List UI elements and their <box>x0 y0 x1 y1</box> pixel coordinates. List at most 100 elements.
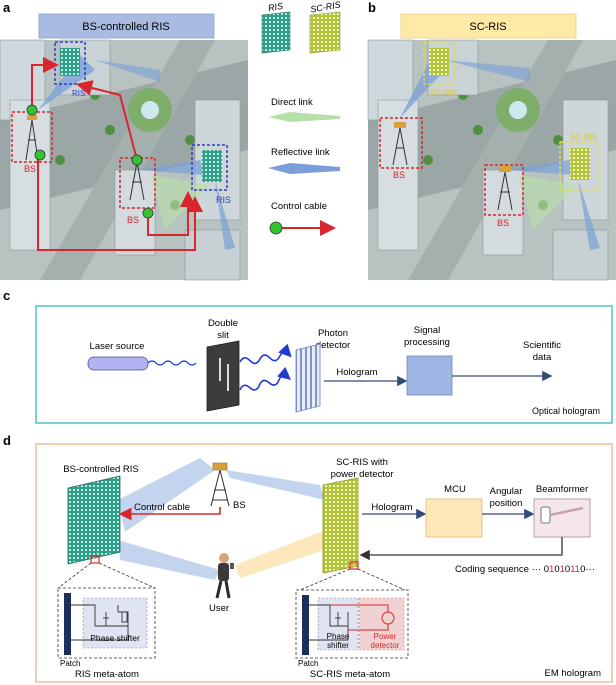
road-b1 <box>368 60 616 210</box>
panel-c-caption: Optical hologram <box>532 406 600 416</box>
coding-feedback-arrow <box>359 537 563 561</box>
beam-scris-to-user <box>235 530 330 578</box>
power-label-1: Power <box>374 632 397 641</box>
scris-label-b-right: SC-RIS <box>570 133 597 142</box>
mcu-label: MCU <box>444 484 466 495</box>
scris-panel-b-right <box>570 148 590 180</box>
scris-atom-label: SC-RIS meta-atom <box>310 669 390 680</box>
coding-bit: 0 <box>554 564 559 575</box>
laser-source <box>87 356 149 371</box>
scris-label-d-2: power detector <box>331 469 394 480</box>
panel-a: a <box>0 0 248 281</box>
panel-a-letter: a <box>3 0 11 15</box>
coding-sequence: Coding sequence ··· 01010110··· <box>455 564 595 575</box>
cable-a1 <box>31 57 59 110</box>
legend-reflective-icon <box>268 163 340 174</box>
angular-label-1: Angular <box>490 486 523 497</box>
phase-shifter-label-left: Phase shifter <box>90 633 140 643</box>
mcu-box <box>425 498 483 538</box>
patch-label-left: Patch <box>60 659 80 668</box>
panel-d: d BS-controlled RIS BS Control cable Use… <box>3 433 613 683</box>
legend: RIS SC-RIS Direct link Reflective link C… <box>261 0 341 236</box>
zoom-line-ris-left <box>57 562 92 589</box>
user-figure <box>215 553 234 599</box>
bs-label-a-center: BS <box>127 215 139 225</box>
scris-label-b-top: SC-RIS <box>430 89 457 98</box>
scris-atom-marker <box>349 561 359 570</box>
beamformer-label: Beamformer <box>536 484 588 495</box>
control-cable-d <box>118 507 221 521</box>
bs-label-a-left: BS <box>24 164 36 174</box>
power-label-2: detector <box>371 641 400 650</box>
coding-bit: 1 <box>570 564 575 575</box>
coding-bit: 1 <box>549 564 554 575</box>
panel-c: c Laser source Double slit Photon detect… <box>3 288 613 424</box>
panel-a-title: BS-controlled RIS <box>82 21 169 33</box>
direct-beam-b <box>518 175 578 230</box>
panel-b-title: SC-RIS <box>469 21 506 33</box>
control-node-a1 <box>26 104 38 116</box>
coding-bit: 0 <box>544 564 549 575</box>
ris-atom-label: RIS meta-atom <box>75 669 139 680</box>
cable-a3 <box>147 191 196 236</box>
hologram-label-d: Hologram <box>371 502 412 513</box>
coding-bit: 1 <box>575 564 580 575</box>
cable-a4 <box>76 80 138 161</box>
bs-tower-b-left <box>392 122 408 166</box>
photon-label-1: Photon <box>318 328 348 339</box>
road-a1 <box>0 60 248 210</box>
control-node-a4 <box>142 207 154 219</box>
coding-bit: 0 <box>565 564 570 575</box>
reflect-beam-a1 <box>38 55 95 110</box>
slit-label-2: slit <box>217 330 229 341</box>
reflect-beam-a2 <box>95 60 160 82</box>
bs-label-d: BS <box>233 500 246 511</box>
road-a2 <box>40 40 215 280</box>
power-detector-region <box>358 597 405 651</box>
diffracted-wave-1 <box>239 343 292 365</box>
legend-reflective-label: Reflective link <box>271 147 330 158</box>
legend-ris-icon <box>261 11 291 54</box>
legend-direct-label: Direct link <box>271 97 313 108</box>
panel-d-caption: EM hologram <box>545 668 602 679</box>
user-label: User <box>209 603 229 614</box>
panel-b-header <box>400 13 577 39</box>
coding-suffix: ··· <box>585 564 595 575</box>
legend-cable-label: Control cable <box>271 201 327 212</box>
phase-label-right-1: Phase <box>327 632 350 641</box>
bs-tower-d <box>210 462 230 507</box>
panel-b: b <box>367 0 616 281</box>
laser-beam-wave <box>147 360 197 366</box>
panel-d-letter: d <box>3 433 11 448</box>
zoom-line-scris-left <box>299 568 351 591</box>
patch-bar-left <box>64 593 71 655</box>
bs-tower-b-center <box>497 166 513 211</box>
panel-c-letter: c <box>3 288 10 303</box>
coding-bit: 1 <box>560 564 565 575</box>
signal-processing-box <box>406 355 453 396</box>
signal-label-1: Signal <box>414 325 440 336</box>
power-circuit <box>330 604 395 631</box>
ris-label-a-top: RIS <box>72 89 85 98</box>
ris-panel-a-top <box>60 48 80 76</box>
sci-label-2: data <box>533 352 552 363</box>
bs-label-b-center: BS <box>497 218 509 228</box>
scris-panel-d <box>322 477 359 574</box>
beam-ris-to-user <box>118 540 220 580</box>
fountain-a <box>141 101 159 119</box>
patch-bar-right <box>302 595 309 655</box>
scris-label-d-1: SC-RIS with <box>336 457 388 468</box>
reflect-beam-a3 <box>138 160 205 175</box>
bs-ris-label-d: BS-controlled RIS <box>63 464 139 475</box>
road-b2 <box>408 40 583 280</box>
ris-panel-d <box>67 475 121 565</box>
ris-atom-marker <box>90 555 100 564</box>
ris-panel-a-right <box>202 150 222 182</box>
beamformer-beam <box>549 506 584 517</box>
beamformer-device-icon <box>540 506 551 524</box>
diffracted-wave-2 <box>239 366 291 391</box>
legend-cable-node <box>269 221 283 235</box>
scris-box-b-top <box>423 41 455 85</box>
panel-b-letter: b <box>368 0 376 15</box>
